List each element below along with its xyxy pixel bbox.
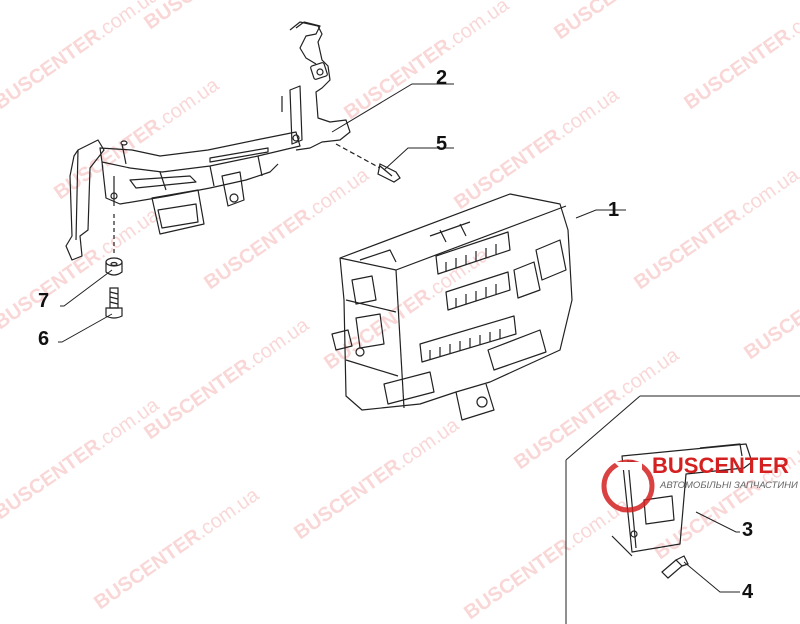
logo-subtitle-text: АВТОМОБІЛЬНІ ЗАПЧАСТИНИ [659,480,798,491]
watermark-text: BUSCENTER.com.ua [290,413,464,544]
watermark-text: BUSCENTER.com.ua [740,233,800,364]
watermark-text: BUSCENTER.com.ua [50,73,224,204]
callout-6: 6 [38,328,49,350]
watermark-text: BUSCENTER.com.ua [140,313,314,444]
watermark-text: BUSCENTER.com.ua [0,0,164,114]
callout-4: 4 [742,581,754,603]
leader-line-4 [683,561,740,593]
leader-lines [58,83,740,593]
callout-3: 3 [742,519,753,541]
watermark-text: BUSCENTER.com.ua [200,163,374,294]
leader-line-2 [331,83,454,133]
bolt-part-5 [335,143,401,183]
buscenter-logo: BUSCENTER АВТОМОБІЛЬНІ ЗАПЧАСТИНИ [601,453,798,513]
callout-7: 7 [38,290,49,312]
watermark-text: BUSCENTER.com.ua [0,203,164,334]
logo-brand-text: BUSCENTER [652,453,789,478]
nut-part-7 [105,257,123,276]
leader-line-3 [695,511,740,533]
leader-line-5 [383,147,454,171]
leader-line-1 [575,209,626,219]
watermark-text: BUSCENTER.com.ua [320,243,494,374]
watermark-text: BUSCENTER.com.ua [340,0,514,124]
fuse-row-top [435,231,511,275]
fuse-box [331,193,573,421]
callout-5: 5 [436,133,447,155]
mounting-bracket [65,21,351,261]
fuse-row-middle [445,271,511,311]
callout-1: 1 [608,199,619,221]
watermark-text: BUSCENTER.com.ua [450,83,624,214]
watermark-text: BUSCENTER.com.ua [680,0,800,114]
watermark-text: BUSCENTER.com.ua [140,0,314,34]
callout-labels: 1 2 3 4 5 6 7 [38,67,754,603]
fuse-row-bottom [419,315,517,363]
watermark-text: BUSCENTER.com.ua [0,393,164,524]
bolt-part-6 [105,287,123,319]
leader-line-6 [58,313,113,343]
leader-line-7 [60,269,113,307]
watermark-text: BUSCENTER.com.ua [460,493,634,624]
callout-2: 2 [436,67,447,89]
inset-screw [661,555,689,579]
watermark-text: BUSCENTER.com.ua [630,163,800,294]
watermark-text: BUSCENTER.com.ua [550,0,724,44]
watermark-text: BUSCENTER.com.ua [90,483,264,614]
